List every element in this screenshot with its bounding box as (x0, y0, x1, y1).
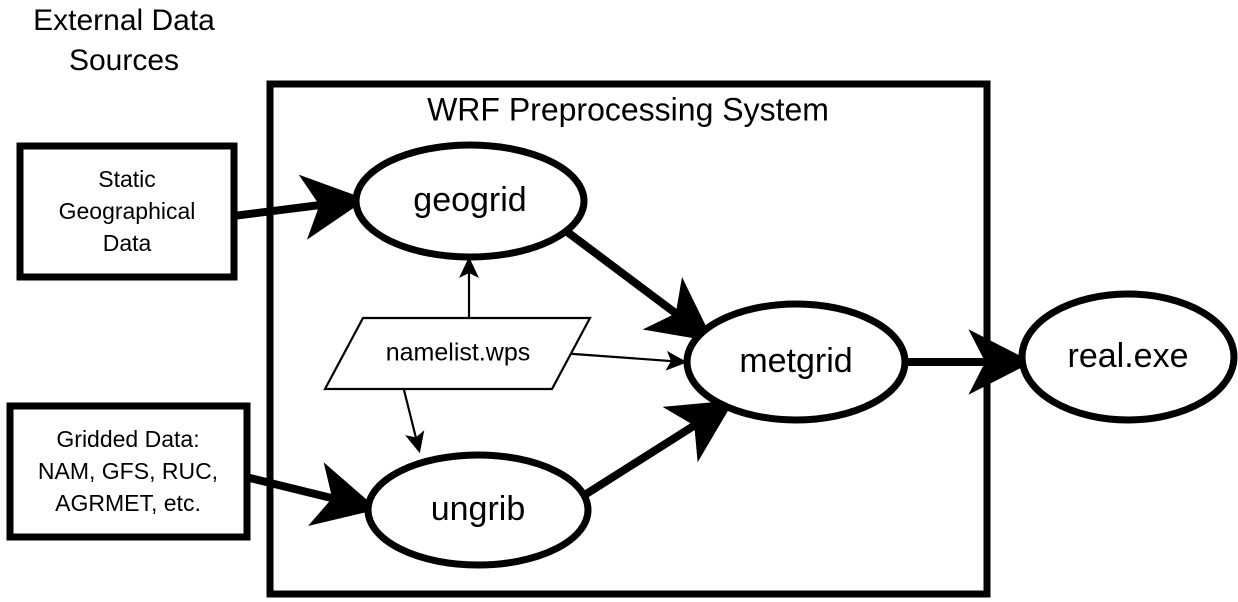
edge-gridded-data-to-ungrib (245, 462, 378, 527)
gridded-data-label-line3: AGRMET, etc. (55, 490, 201, 516)
node-ungrib[interactable]: ungrib (364, 451, 592, 569)
wps-title: WRF Preprocessing System (427, 91, 829, 127)
real-exe-label: real.exe (1068, 337, 1189, 375)
gridded-data-label-line2: NAM, GFS, RUC, (38, 458, 218, 484)
edge-ungrib-to-metgrid (580, 400, 735, 500)
edge-geogrid-to-metgrid (563, 227, 714, 342)
external-sources-header-line2: Sources (69, 44, 179, 77)
static-data-label-line3: Data (103, 230, 152, 256)
node-gridded-data[interactable]: Gridded Data: NAM, GFS, RUC, AGRMET, etc… (6, 402, 251, 541)
node-namelist-wps[interactable]: namelist.wps (323, 316, 592, 391)
edge-namelist-to-metgrid (559, 350, 688, 371)
static-data-box[interactable] (16, 142, 238, 281)
gridded-data-box[interactable] (6, 402, 251, 541)
namelist-label: namelist.wps (386, 339, 531, 367)
node-static-geographical-data[interactable]: Static Geographical Data (16, 142, 238, 281)
ungrib-label: ungrib (431, 490, 526, 528)
external-data-sources-header: External Data Sources (33, 4, 215, 77)
metgrid-label: metgrid (739, 342, 852, 380)
ungrib-ellipse[interactable] (364, 451, 592, 569)
gridded-data-label-line1: Gridded Data: (56, 426, 199, 452)
real-exe-ellipse[interactable] (1018, 290, 1238, 424)
namelist-parallelogram[interactable] (323, 316, 592, 391)
static-data-label-line1: Static (98, 166, 156, 192)
edge-namelist-to-ungrib (402, 389, 425, 454)
node-metgrid[interactable]: metgrid (683, 300, 909, 424)
geogrid-ellipse[interactable] (352, 141, 588, 261)
static-data-label-line2: Geographical (59, 198, 196, 224)
node-geogrid[interactable]: geogrid (352, 141, 588, 261)
node-real-exe[interactable]: real.exe (1018, 290, 1238, 424)
metgrid-ellipse[interactable] (683, 300, 909, 424)
external-sources-header-line1: External Data (33, 4, 215, 37)
geogrid-label: geogrid (413, 181, 526, 219)
edge-static-data-to-geogrid (232, 174, 367, 240)
